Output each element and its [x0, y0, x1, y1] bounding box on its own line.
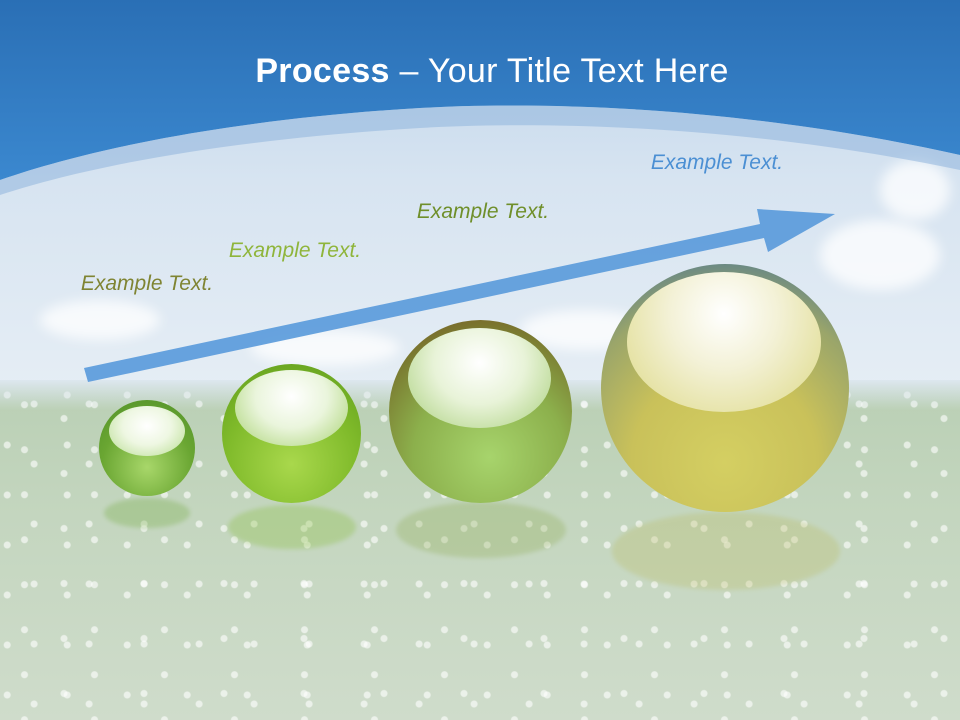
- sphere-3-reflection: [396, 502, 566, 558]
- step-2-label: Example Text.: [228, 239, 362, 262]
- step-1-label: Example Text.: [80, 272, 214, 295]
- step-3-label: Example Text.: [416, 200, 550, 223]
- sphere-2-reflection: [228, 505, 356, 549]
- step-4-sphere: [601, 264, 849, 512]
- sphere-1-reflection: [104, 498, 190, 528]
- step-4-label: Example Text.: [650, 151, 784, 174]
- step-2-sphere: [222, 364, 361, 503]
- step-3-sphere: [389, 320, 572, 503]
- slide-title: Process – Your Title Text Here: [0, 52, 960, 91]
- title-bold: Process: [255, 52, 390, 90]
- title-rest: – Your Title Text Here: [389, 52, 729, 90]
- header-band: [0, 0, 960, 195]
- step-1-sphere: [99, 400, 195, 496]
- sphere-4-reflection: [612, 512, 840, 590]
